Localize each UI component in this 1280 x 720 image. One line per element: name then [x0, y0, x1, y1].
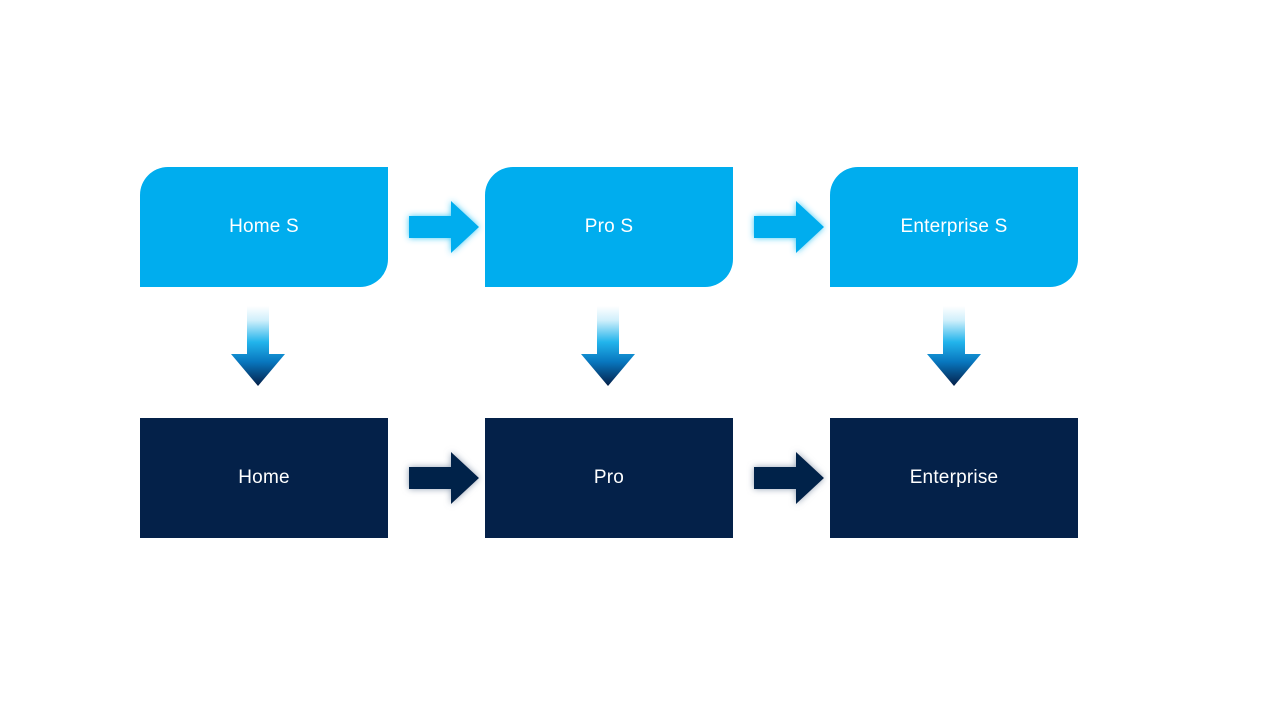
- node-label-home: Home: [238, 466, 290, 488]
- node-pro[interactable]: Pro: [485, 418, 733, 538]
- node-enterprise[interactable]: Enterprise: [830, 418, 1078, 538]
- arrow-down-icon: [927, 306, 981, 386]
- node-label-home-s: Home S: [229, 215, 299, 237]
- connector-enterprise-s-to-enterprise[interactable]: [924, 306, 984, 388]
- connector-pro-to-enterprise[interactable]: [752, 449, 826, 507]
- connector-pro-s-to-enterprise-s[interactable]: [752, 198, 826, 256]
- node-label-enterprise-s: Enterprise S: [900, 215, 1008, 237]
- node-label-enterprise: Enterprise: [909, 466, 999, 488]
- arrow-down-icon: [581, 306, 635, 386]
- arrow-down-icon: [231, 306, 285, 386]
- arrow-right-icon: [409, 452, 479, 504]
- connector-home-to-pro[interactable]: [407, 449, 481, 507]
- node-home-s[interactable]: Home S: [140, 167, 388, 287]
- node-enterprise-s[interactable]: Enterprise S: [830, 167, 1078, 287]
- arrow-right-icon: [754, 452, 824, 504]
- connector-home-s-to-home[interactable]: [228, 306, 288, 388]
- connector-home-s-to-pro-s[interactable]: [407, 198, 481, 256]
- connector-pro-s-to-pro[interactable]: [578, 306, 638, 388]
- node-pro-s[interactable]: Pro S: [485, 167, 733, 287]
- node-label-pro: Pro: [593, 466, 625, 488]
- node-label-pro-s: Pro S: [584, 215, 634, 237]
- arrow-right-icon: [754, 201, 824, 253]
- arrow-right-icon: [409, 201, 479, 253]
- node-home[interactable]: Home: [140, 418, 388, 538]
